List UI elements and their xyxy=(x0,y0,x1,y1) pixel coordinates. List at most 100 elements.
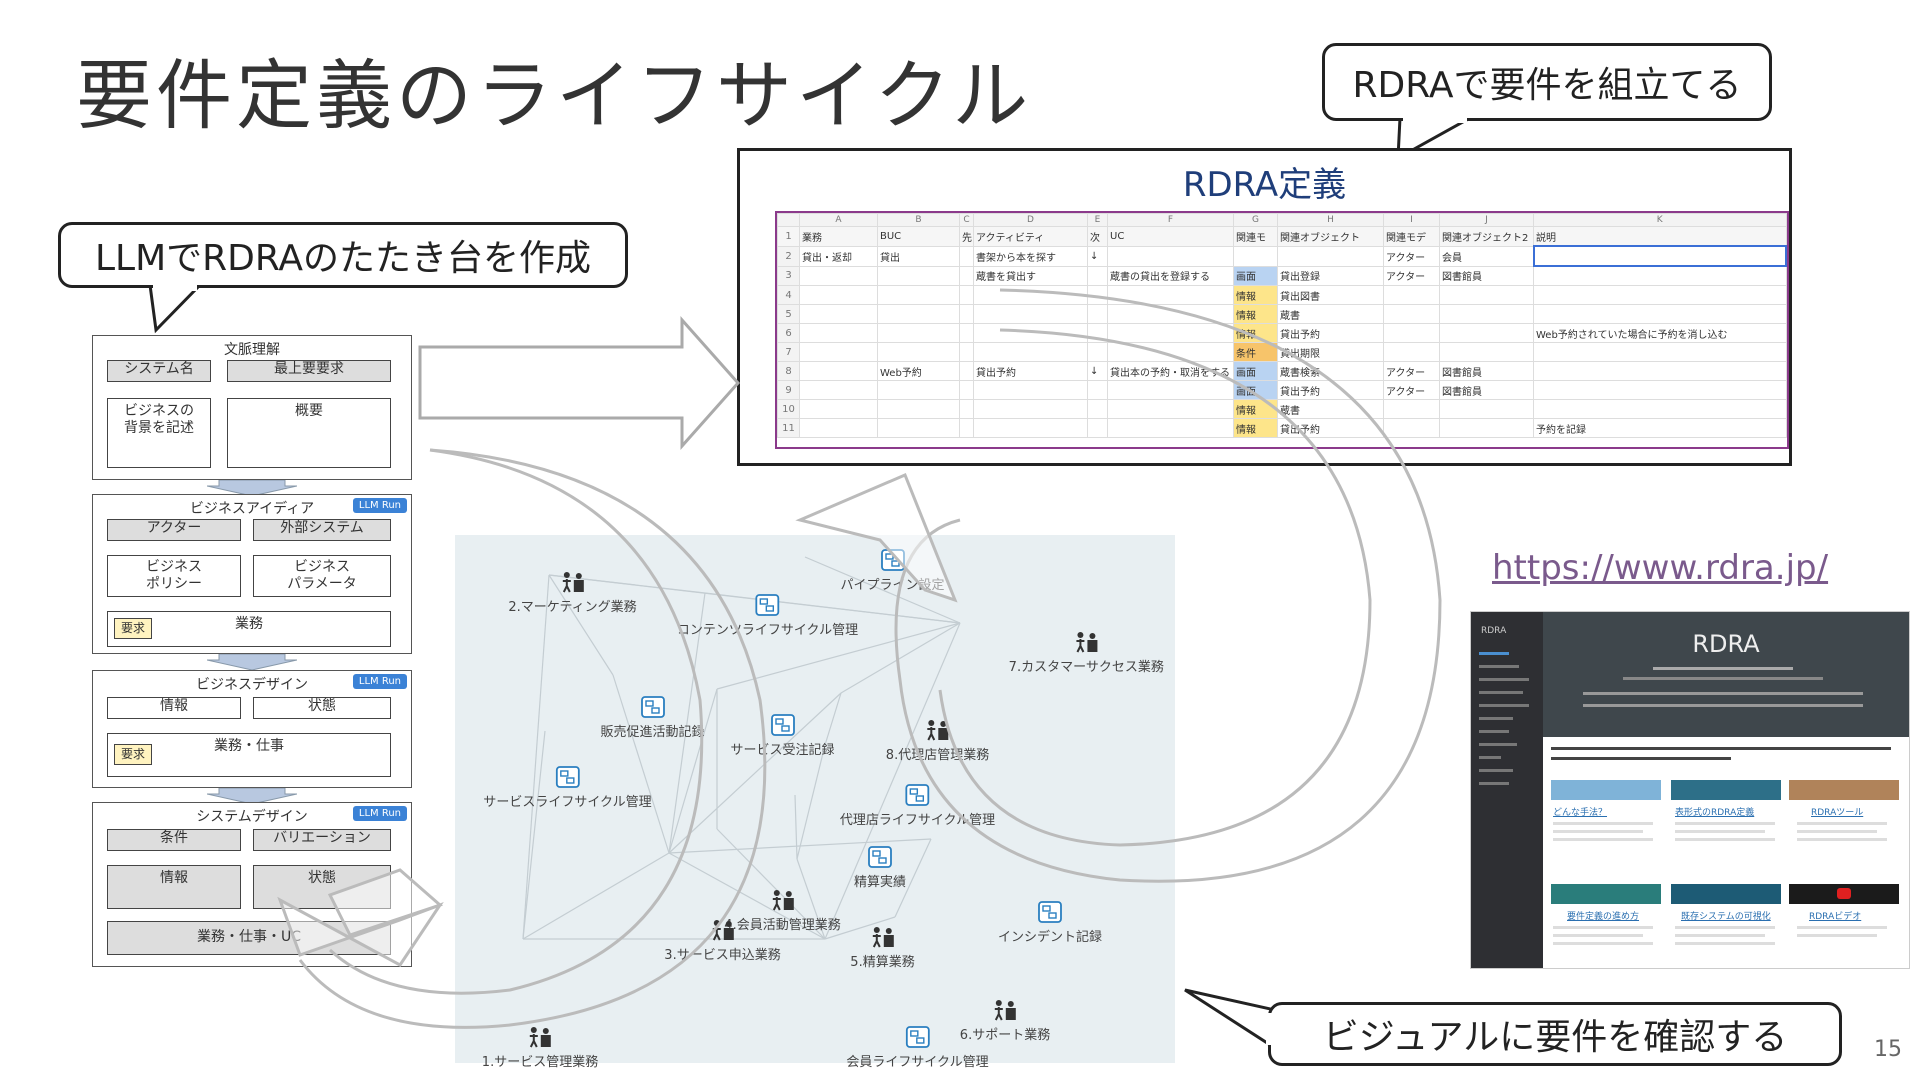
cell[interactable] xyxy=(1383,304,1440,324)
cell[interactable]: 蔵書 xyxy=(1277,304,1384,324)
cell[interactable] xyxy=(959,380,974,400)
cell[interactable]: 蔵書 xyxy=(1277,399,1384,419)
cell[interactable]: アクティビティ xyxy=(973,226,1088,247)
cell[interactable]: アクター xyxy=(1383,265,1440,286)
cell[interactable]: 蔵書検索 xyxy=(1277,361,1384,381)
cell[interactable] xyxy=(1383,342,1440,362)
graph-node[interactable]: パイプライン設定 xyxy=(840,548,945,593)
cell[interactable]: BUC xyxy=(877,226,960,247)
column-header[interactable]: J xyxy=(1439,213,1534,227)
graph-node[interactable]: 3.サービス申込業務 xyxy=(664,918,781,963)
cell[interactable] xyxy=(959,342,974,362)
cell[interactable] xyxy=(1383,399,1440,419)
cell[interactable]: アクター xyxy=(1383,380,1440,400)
cell[interactable] xyxy=(799,285,878,305)
site-link-table-format[interactable]: 表形式のRDRA定義 xyxy=(1675,808,1755,818)
cell[interactable] xyxy=(1087,399,1108,419)
cell[interactable] xyxy=(973,323,1088,343)
cell[interactable]: 予約を記録 xyxy=(1533,418,1787,438)
cell[interactable] xyxy=(1107,342,1234,362)
cell[interactable]: UC xyxy=(1107,226,1234,247)
graph-node[interactable]: 販売促進活動記録 xyxy=(600,695,705,740)
cell[interactable]: 図書館員 xyxy=(1439,380,1534,400)
cell[interactable] xyxy=(1439,323,1534,343)
cell[interactable] xyxy=(1533,265,1787,286)
cell[interactable] xyxy=(959,418,974,438)
cell[interactable]: 会員 xyxy=(1439,245,1534,267)
cell[interactable]: 貸出予約 xyxy=(1277,323,1384,343)
cell[interactable] xyxy=(877,323,960,343)
cell[interactable] xyxy=(1087,380,1108,400)
cell[interactable]: ↓ xyxy=(1087,361,1108,381)
cell[interactable]: 図書館員 xyxy=(1439,361,1534,381)
cell[interactable] xyxy=(973,285,1088,305)
cell[interactable] xyxy=(877,380,960,400)
cell[interactable] xyxy=(1107,304,1234,324)
cell[interactable]: 画面 xyxy=(1233,265,1278,286)
cell[interactable] xyxy=(799,380,878,400)
cell[interactable]: 情報 xyxy=(1233,418,1278,438)
column-header[interactable]: G xyxy=(1233,213,1278,227)
cell[interactable] xyxy=(1533,285,1787,305)
cell[interactable] xyxy=(877,418,960,438)
graph-node[interactable]: 7.カスタマーサクセス業務 xyxy=(1009,630,1164,675)
cell[interactable] xyxy=(1439,399,1534,419)
column-header[interactable]: D xyxy=(973,213,1088,227)
cell[interactable] xyxy=(877,342,960,362)
cell[interactable]: 次 xyxy=(1087,226,1108,247)
cell[interactable] xyxy=(1107,285,1234,305)
cell[interactable] xyxy=(1107,418,1234,438)
cell[interactable] xyxy=(959,304,974,324)
cell[interactable] xyxy=(959,245,974,267)
cell[interactable] xyxy=(1439,285,1534,305)
cell[interactable] xyxy=(1533,399,1787,419)
cell[interactable] xyxy=(799,418,878,438)
cell[interactable] xyxy=(799,265,878,286)
cell[interactable]: Web予約 xyxy=(877,361,960,381)
column-header[interactable]: A xyxy=(799,213,878,227)
cell[interactable] xyxy=(1087,304,1108,324)
cell[interactable]: 蔵書の貸出を登録する xyxy=(1107,265,1234,286)
cell[interactable] xyxy=(959,265,974,286)
cell[interactable] xyxy=(959,285,974,305)
cell[interactable] xyxy=(1533,342,1787,362)
cell[interactable] xyxy=(1533,304,1787,324)
cell[interactable] xyxy=(1107,399,1234,419)
cell[interactable] xyxy=(1532,245,1787,267)
cell[interactable] xyxy=(1107,323,1234,343)
cell[interactable] xyxy=(1277,245,1384,267)
cell[interactable] xyxy=(973,304,1088,324)
column-header[interactable]: E xyxy=(1087,213,1108,227)
cell[interactable] xyxy=(799,304,878,324)
graph-node[interactable]: 8.代理店管理業務 xyxy=(886,718,989,763)
graph-node[interactable]: 5.精算業務 xyxy=(850,925,915,970)
column-header[interactable]: C xyxy=(959,213,974,227)
cell[interactable] xyxy=(1107,380,1234,400)
cell[interactable]: ↓ xyxy=(1087,245,1108,267)
column-header[interactable]: H xyxy=(1277,213,1384,227)
graph-node[interactable]: サービス受注記録 xyxy=(730,713,835,758)
cell[interactable]: 図書館員 xyxy=(1439,265,1534,286)
cell[interactable]: 貸出・返却 xyxy=(799,245,878,267)
cell[interactable] xyxy=(1439,342,1534,362)
cell[interactable] xyxy=(1533,380,1787,400)
llm-run-badge[interactable]: LLM Run xyxy=(352,806,407,821)
site-link-visualize[interactable]: 既存システムの可視化 xyxy=(1681,912,1771,922)
cell[interactable]: 画面 xyxy=(1233,380,1278,400)
cell[interactable]: アクター xyxy=(1383,361,1440,381)
llm-run-badge[interactable]: LLM Run xyxy=(352,498,407,513)
cell[interactable]: Web予約されていた場合に予約を消し込む xyxy=(1533,323,1787,343)
llm-run-badge[interactable]: LLM Run xyxy=(352,674,407,689)
cell[interactable] xyxy=(1233,245,1278,267)
graph-node[interactable]: 1.サービス管理業務 xyxy=(482,1025,598,1070)
cell[interactable]: 蔵書を貸出す xyxy=(973,265,1088,286)
cell[interactable] xyxy=(1533,361,1787,381)
cell[interactable] xyxy=(973,342,1088,362)
cell[interactable] xyxy=(1107,245,1234,267)
cell[interactable]: 先 xyxy=(959,226,974,247)
cell[interactable] xyxy=(973,418,1088,438)
cell[interactable] xyxy=(1087,323,1108,343)
